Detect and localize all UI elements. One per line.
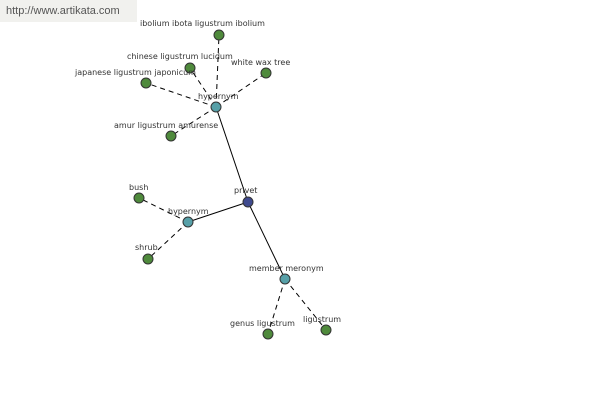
node-member-meronym[interactable] xyxy=(279,273,291,285)
node-ligustrum[interactable] xyxy=(320,324,332,336)
nodes xyxy=(133,29,332,340)
node-hypernym-top[interactable] xyxy=(210,101,222,113)
label-privet: privet xyxy=(234,186,257,195)
node-shrub[interactable] xyxy=(142,253,154,265)
edge-hypernym-top-to-white-wax-tree xyxy=(215,72,267,108)
label-chinese-ligustrum: chinese ligustrum lucidum xyxy=(127,52,233,61)
edge-hypernym-top-to-chinese-ligustrum xyxy=(189,67,217,108)
node-privet[interactable] xyxy=(242,196,254,208)
edge-hypernym-top-to-japanese-ligustrum xyxy=(145,82,217,108)
node-bush[interactable] xyxy=(133,192,145,204)
node-genus-ligustrum[interactable] xyxy=(262,328,274,340)
edges xyxy=(138,34,327,335)
labels: privet hypernym hypernym member meronym ibol… xyxy=(74,19,341,328)
label-amur-ligustrum: amur ligustrum amurense xyxy=(114,121,218,130)
node-amur-ligustrum[interactable] xyxy=(165,130,177,142)
node-hypernym-left[interactable] xyxy=(182,216,194,228)
label-hypernym-top: hypernym xyxy=(198,92,239,101)
label-ligustrum: ligustrum xyxy=(303,315,341,324)
edge-privet-to-hypernym-left xyxy=(187,201,249,223)
edge-privet-to-member-meronym xyxy=(247,201,286,280)
edge-privet-to-hypernym-top xyxy=(215,106,249,203)
node-white-wax-tree[interactable] xyxy=(260,67,272,79)
label-ibolium: ibolium ibota ligustrum ibolium xyxy=(140,19,265,28)
label-genus-ligustrum: genus ligustrum xyxy=(230,319,295,328)
edge-hypernym-left-to-bush xyxy=(138,197,189,223)
label-japanese-ligustrum: japanese ligustrum japonicum xyxy=(74,68,196,77)
edge-hypernym-top-to-ibolium xyxy=(215,34,220,108)
node-japanese-ligustrum[interactable] xyxy=(140,77,152,89)
label-member-meronym: member meronym xyxy=(249,264,324,273)
edge-hypernym-left-to-shrub xyxy=(147,221,189,260)
node-ibolium[interactable] xyxy=(213,29,225,41)
label-bush: bush xyxy=(129,183,148,192)
node-chinese-ligustrum[interactable] xyxy=(184,62,196,74)
edge-member-meronym-to-genus-ligustrum xyxy=(267,278,286,335)
label-white-wax-tree: white wax tree xyxy=(231,58,290,67)
label-hypernym-left: hypernym xyxy=(168,207,209,216)
edge-member-meronym-to-ligustrum xyxy=(284,278,327,331)
label-shrub: shrub xyxy=(135,243,158,252)
source-url[interactable]: http://www.artikata.com xyxy=(0,0,137,22)
